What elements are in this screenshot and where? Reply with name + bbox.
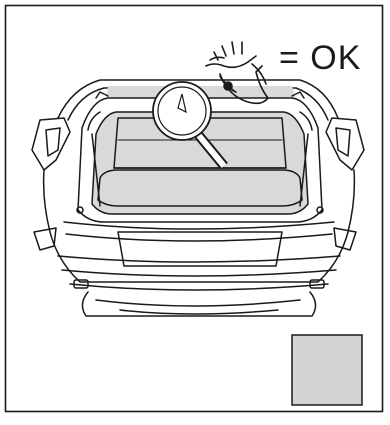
gray-area-swatch	[292, 335, 362, 405]
ok-label: = OK	[279, 38, 361, 78]
